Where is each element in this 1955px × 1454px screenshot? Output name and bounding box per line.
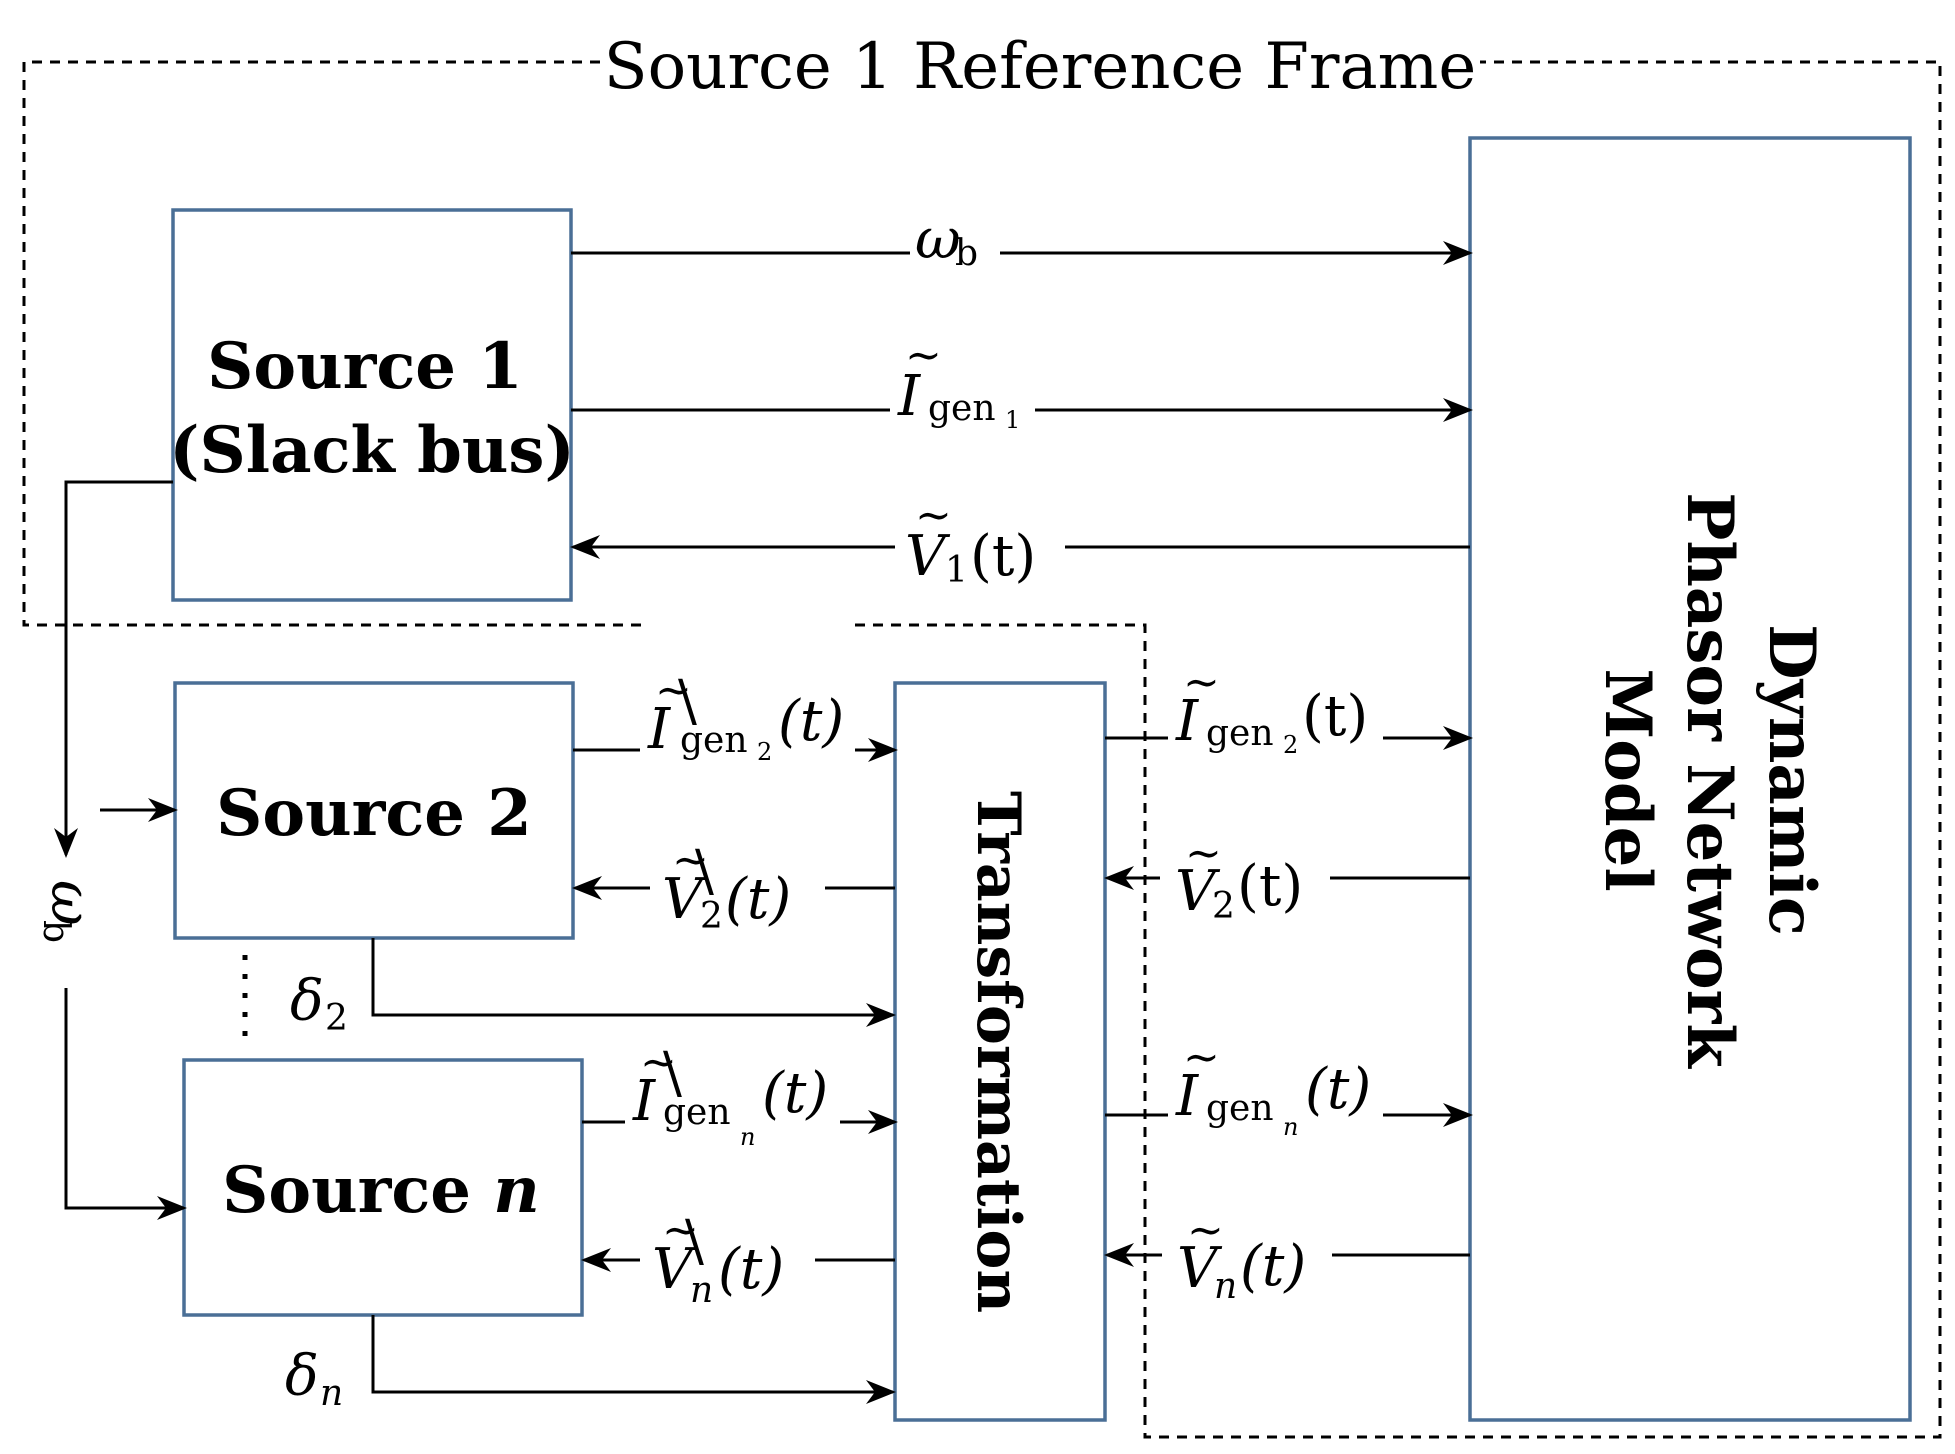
igen2-label: ~ I gen 2 (t)	[1175, 657, 1368, 759]
frame-title: Source 1 Reference Frame	[604, 30, 1476, 104]
svg-text:I: I	[1175, 689, 1200, 754]
svg-text:(t): (t)	[762, 1061, 828, 1126]
omega-b-label: ω b	[915, 207, 978, 274]
svg-text:(t): (t)	[1240, 1234, 1306, 1299]
svg-text:I: I	[647, 697, 672, 762]
igenn-prime-label: ~ I \ gen n (t)	[632, 1037, 828, 1151]
svg-text:gen: gen	[663, 1092, 731, 1133]
svg-text:δ: δ	[290, 969, 324, 1034]
source2-label: Source 2	[216, 776, 532, 851]
sourcen-block	[182, 1058, 584, 1317]
svg-text:n: n	[320, 1373, 343, 1414]
svg-text:2: 2	[757, 738, 772, 766]
v2-prime-label: ~ V \ 2 (t)	[662, 835, 791, 937]
svg-text:\: \	[663, 1041, 682, 1106]
svg-text:b: b	[955, 233, 978, 274]
sourcen-label: Source n	[222, 1153, 540, 1228]
svg-text:~: ~	[662, 1205, 699, 1256]
svg-text:V: V	[1177, 1236, 1223, 1301]
igen1-label: ~ I gen 1	[897, 330, 1020, 434]
omega-b-to-sourcen	[64, 988, 187, 1220]
svg-text:V: V	[652, 1237, 698, 1302]
svg-text:δ: δ	[285, 1344, 319, 1409]
deltan-wire	[371, 1315, 896, 1404]
svg-text:ω: ω	[38, 880, 103, 926]
transformation-block	[893, 681, 1107, 1422]
source1-frame-outline	[22, 60, 1942, 1439]
svg-text:~: ~	[1183, 657, 1220, 708]
svg-text:~: ~	[640, 1037, 677, 1088]
svg-text:gen: gen	[680, 720, 748, 761]
svg-text:Dynamic: Dynamic	[1754, 624, 1829, 936]
source1-sublabel: (Slack bus)	[169, 413, 574, 488]
source1-block	[171, 208, 573, 602]
svg-text:(t): (t)	[1305, 1057, 1371, 1122]
omega-b-feed-wire	[54, 480, 173, 858]
svg-text:n: n	[740, 1123, 755, 1151]
svg-text:(t): (t)	[1302, 684, 1368, 749]
omega-b-vertical-label: ω b	[35, 880, 103, 943]
deltan-label: δ n	[285, 1344, 343, 1414]
svg-text:I: I	[632, 1069, 657, 1134]
source2-block	[173, 681, 575, 940]
svg-text:~: ~	[1185, 828, 1222, 879]
delta2-label: δ 2	[290, 969, 348, 1039]
svg-text:(t): (t)	[1237, 854, 1303, 919]
svg-text:gen: gen	[1206, 713, 1274, 754]
svg-text:\: \	[685, 1209, 704, 1274]
svg-text:n: n	[690, 1270, 713, 1311]
svg-text:2: 2	[325, 998, 348, 1039]
svg-text:(t): (t)	[718, 1237, 784, 1302]
svg-text:~: ~	[915, 490, 952, 541]
svg-text:~: ~	[1187, 1205, 1224, 1256]
svg-text:2: 2	[1283, 731, 1298, 759]
source1-label: Source 1	[207, 329, 523, 404]
svg-text:b: b	[35, 920, 76, 943]
svg-text:ω: ω	[915, 207, 961, 272]
svg-text:Phasor Network: Phasor Network	[1672, 492, 1747, 1069]
svg-text:V: V	[1175, 859, 1221, 924]
transformation-label: Transformation	[963, 791, 1033, 1313]
svg-text:(t): (t)	[970, 524, 1036, 589]
svg-text:(t): (t)	[725, 867, 791, 932]
svg-text:~: ~	[655, 665, 692, 716]
svg-text:I: I	[897, 364, 922, 429]
svg-text:1: 1	[945, 550, 968, 591]
svg-text:1: 1	[1005, 406, 1020, 434]
svg-text:V: V	[662, 867, 708, 932]
svg-text:\: \	[678, 669, 697, 734]
svg-text:~: ~	[1183, 1032, 1220, 1083]
svg-text:2: 2	[700, 896, 723, 937]
v2-label: ~ V 2 (t)	[1175, 828, 1303, 927]
igen2-prime-label: ~ I \ gen 2 (t)	[647, 665, 844, 766]
svg-text:n: n	[1214, 1266, 1237, 1307]
vn-label: ~ V n (t)	[1177, 1205, 1306, 1307]
delta2-wire	[371, 938, 896, 1027]
svg-text:(t): (t)	[778, 689, 844, 754]
igenn-label: ~ I gen n (t)	[1175, 1032, 1371, 1141]
vn-prime-label: ~ V \ n (t)	[652, 1205, 784, 1311]
v1-label: ~ V 1 (t)	[905, 490, 1036, 591]
network-block	[1468, 136, 1912, 1422]
svg-text:2: 2	[1212, 886, 1235, 927]
svg-text:Model: Model	[1590, 668, 1665, 891]
svg-text:n: n	[1283, 1113, 1298, 1141]
svg-text:\: \	[695, 839, 714, 904]
svg-text:gen: gen	[928, 388, 996, 429]
svg-text:gen: gen	[1206, 1088, 1274, 1129]
svg-text:~: ~	[905, 330, 942, 381]
svg-text:I: I	[1175, 1064, 1200, 1129]
network-label: Dynamic Phasor Network Model	[1590, 492, 1829, 1069]
svg-text:~: ~	[672, 835, 709, 886]
svg-text:V: V	[905, 524, 951, 589]
